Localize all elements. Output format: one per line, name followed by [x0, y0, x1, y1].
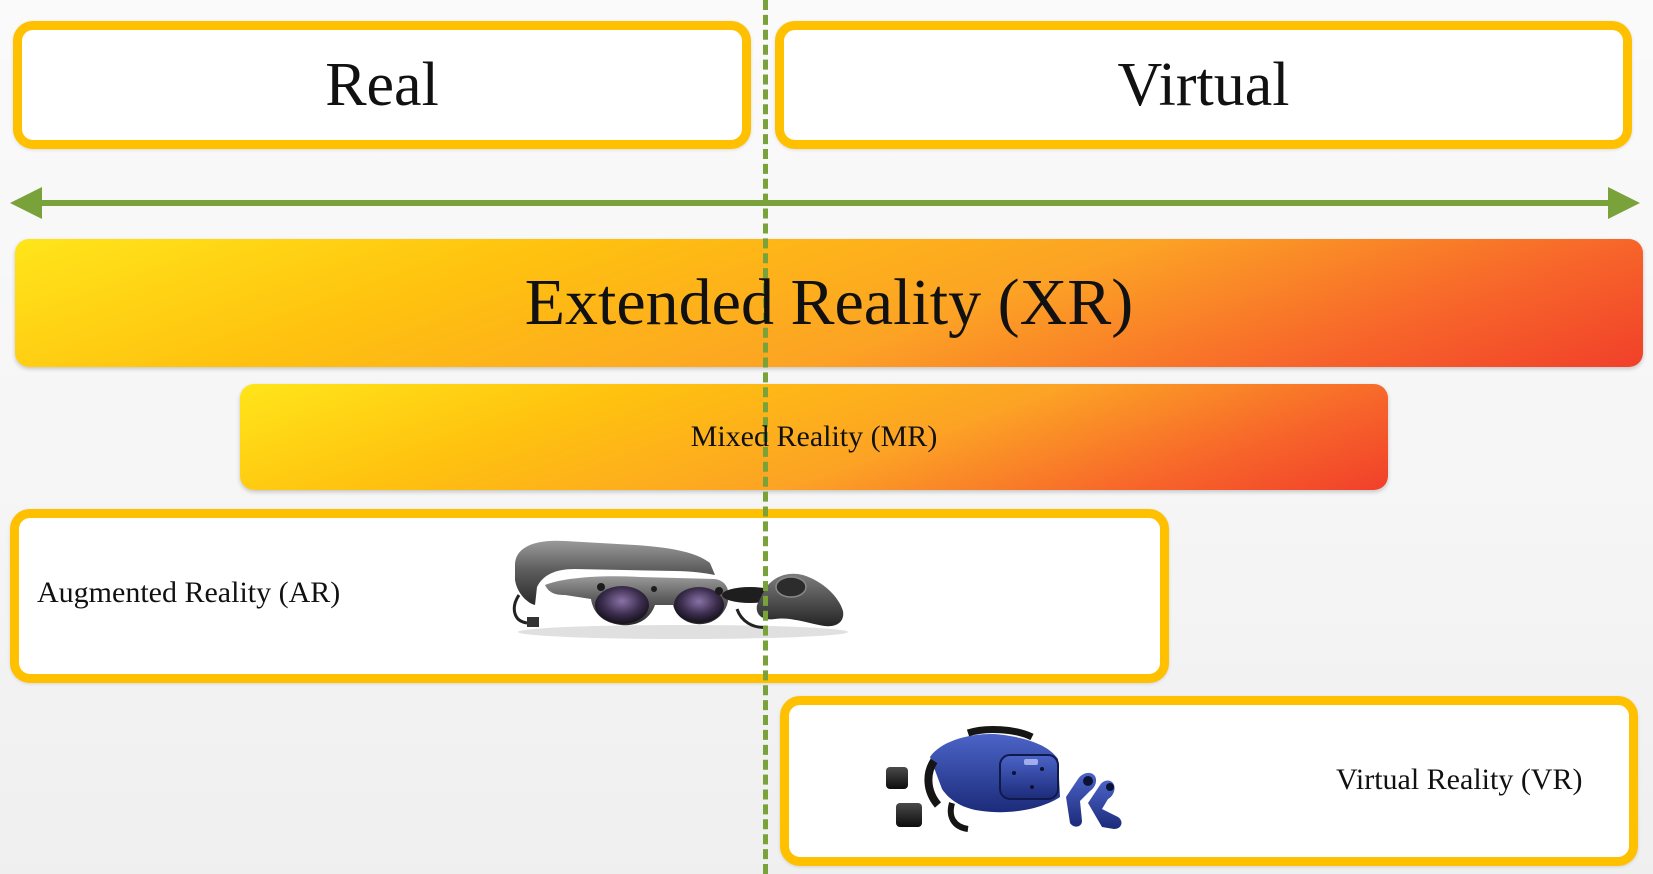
augmented-reality-label: Augmented Reality (AR): [37, 576, 341, 609]
extended-reality-label: Extended Reality (XR): [524, 266, 1134, 339]
real-box: [13, 21, 751, 149]
mixed-reality-bar: [240, 384, 1388, 490]
virtual-reality-label: Virtual Reality (VR): [1336, 763, 1583, 796]
vr-headset-icon: [882, 725, 1136, 835]
real-virtual-divider: [763, 0, 768, 874]
double-arrow: [10, 187, 1640, 219]
virtual-label: Virtual: [1117, 50, 1290, 119]
extended-reality-bar: [15, 239, 1643, 367]
mixed-reality-label: Mixed Reality (MR): [690, 420, 938, 453]
real-label: Real: [325, 50, 439, 119]
virtual-box: [775, 21, 1632, 149]
ar-headset-icon: [512, 540, 848, 639]
